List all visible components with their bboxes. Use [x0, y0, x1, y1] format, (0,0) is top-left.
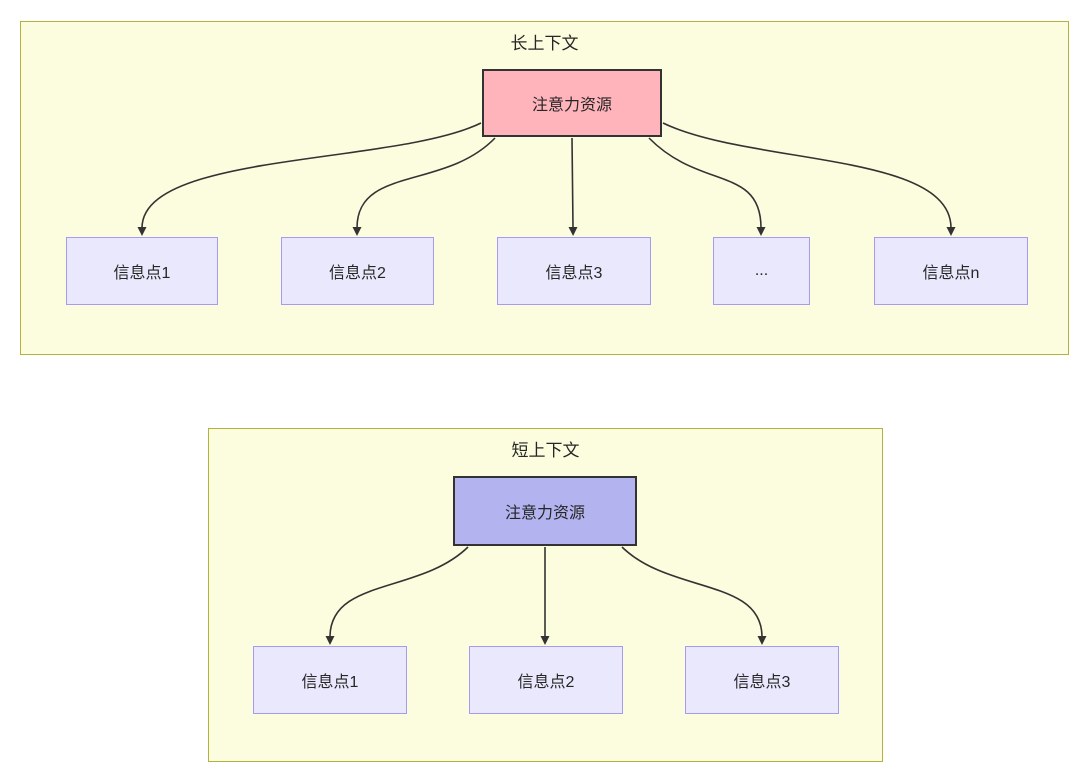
long-context-child-node-1: 信息点1	[66, 237, 218, 305]
short-context-child-node-3: 信息点3	[685, 646, 839, 714]
long-context-child-node-ellipsis: ...	[713, 237, 810, 305]
long-context-child-node-n: 信息点n	[874, 237, 1028, 305]
short-context-child-node-2: 信息点2	[469, 646, 623, 714]
short-context-title: 短上下文	[511, 441, 580, 460]
long-context-root-node: 注意力资源	[482, 69, 662, 137]
long-context-child-node-2: 信息点2	[281, 237, 434, 305]
long-context-title: 长上下文	[510, 34, 579, 53]
short-context-root-node: 注意力资源	[453, 476, 637, 546]
long-context-child-node-3: 信息点3	[497, 237, 651, 305]
short-context-child-node-1: 信息点1	[253, 646, 407, 714]
